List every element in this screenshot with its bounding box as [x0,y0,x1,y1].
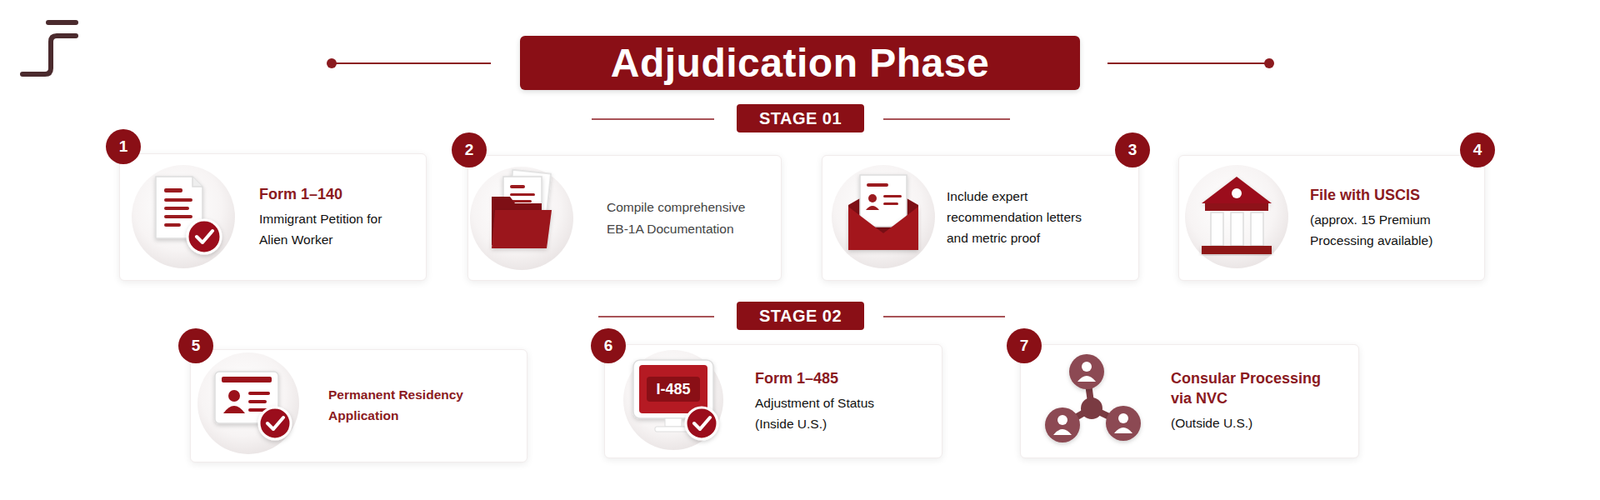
step-heading: Form 1–485 [755,368,893,389]
card-text-area: Include expert recommendation letters an… [946,155,1101,280]
card-text-area: Consular Processing via NVC (Outside U.S.… [1170,345,1338,458]
stage-badge: STAGE 02 [736,301,865,330]
step-heading: Form 1–140 [259,184,385,205]
step-description: Immigrant Petition for Alien Worker [259,209,385,251]
step-heading: Consular Processing via NVC [1170,368,1338,410]
callout-number: 2 [465,140,475,160]
rule-dot [1264,58,1275,69]
step-description: Compile comprehensive EB-1A Documentatio… [606,196,765,240]
step-card: Permanent Residency Application5 [190,349,528,463]
step-card: Consular Processing via NVC (Outside U.S.… [1020,344,1360,459]
step-card: Form 1–140Immigrant Petition for Alien W… [119,153,427,281]
title-rule [331,62,1270,65]
step-description: Adjustment of Status (Inside U.S.) [755,393,893,435]
card-text-area: Form 1–140Immigrant Petition for Alien W… [259,154,385,280]
step-number: 1 [105,129,141,165]
logo [22,22,76,75]
callout-number: 6 [604,336,614,355]
step-description: (approx. 15 Premium Processing available… [1310,210,1448,252]
form-label: I-485 [655,380,690,399]
step-number: 5 [178,328,214,364]
envelope-icon [831,165,935,269]
step-card: Compile comprehensive EB-1A Documentatio… [467,155,782,281]
step-number: 2 [451,132,487,168]
callout-number: 7 [1020,336,1030,355]
stage-label: STAGE 02 [759,306,842,326]
step-heading: Permanent Residency Application [328,385,475,427]
card-text-area: Form 1–485Adjustment of Status (Inside U… [755,345,893,458]
step-description: Include expert recommendation letters an… [946,186,1101,249]
title-banner: Adjudication Phase [520,35,1080,90]
document-icon [131,165,235,269]
step-card: Include expert recommendation letters an… [821,155,1140,281]
callout-number: 4 [1473,140,1483,160]
bank-icon [1185,165,1289,269]
card-text-area: Compile comprehensive EB-1A Documentatio… [606,155,765,280]
callout-number: 5 [191,336,201,355]
monitor-icon [623,350,724,450]
title-text: Adjudication Phase [610,40,990,86]
card-text-area: File with USCIS (approx. 15 Premium Proce… [1310,155,1448,280]
card-text-area: Permanent Residency Application [328,350,475,462]
callout-number: 3 [1128,140,1138,160]
network-icon [1045,354,1141,443]
step-description: (Outside U.S.) [1170,413,1338,435]
step-number: 4 [1460,132,1495,168]
rule-dot [326,58,337,69]
folder-icon [470,166,574,270]
step-number: 7 [1006,328,1042,364]
step-card: Form 1–485Adjustment of Status (Inside U… [604,344,943,459]
stage-rule [591,119,1010,317]
stage-label: STAGE 01 [759,109,842,129]
step-number: 6 [590,328,626,364]
step-card: File with USCIS (approx. 15 Premium Proce… [1178,155,1485,281]
callout-number: 1 [119,137,129,156]
step-number: 3 [1115,132,1150,168]
step-heading: File with USCIS [1310,185,1448,205]
id-card-icon [197,352,300,455]
stage-badge: STAGE 01 [736,104,865,133]
